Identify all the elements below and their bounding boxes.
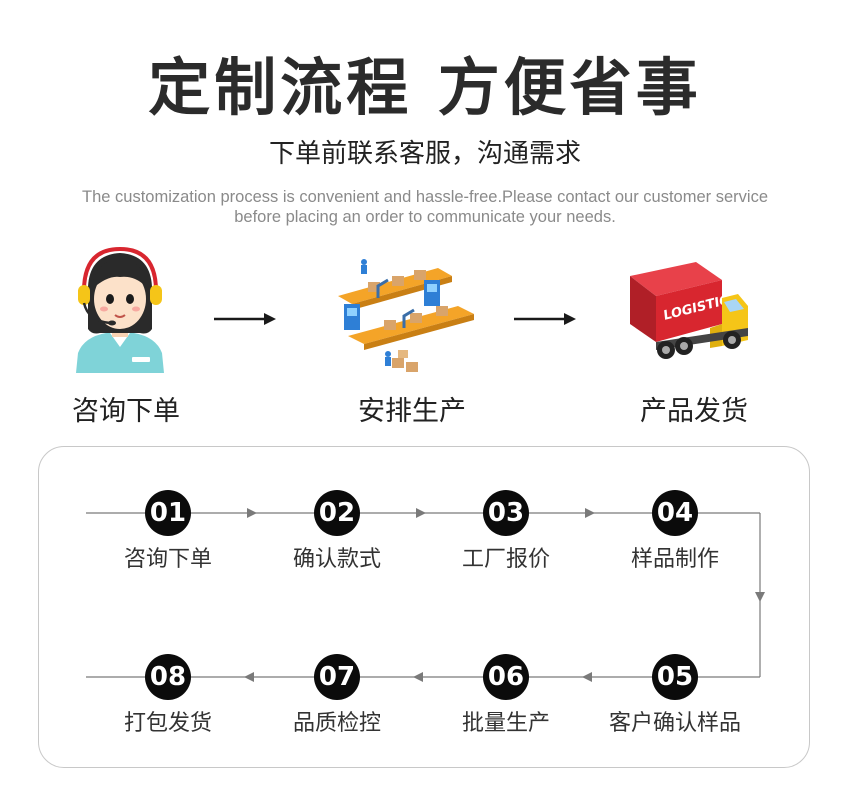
step-label: 客户确认样品 <box>608 711 741 736</box>
arrow-right-icon <box>416 508 426 518</box>
page-title: 定制流程 方便省事 <box>148 51 702 124</box>
step-label: 批量生产 <box>461 711 550 736</box>
process-flow-panel <box>38 446 810 768</box>
stage-label-consult: 咨询下单 <box>72 396 180 427</box>
step-number-badge: 02 <box>314 490 360 536</box>
step-number-badge: 04 <box>652 490 698 536</box>
arrow-left-icon <box>244 672 254 682</box>
english-description: The customization process is convenient … <box>82 188 768 226</box>
stage-label-shipping: 产品发货 <box>640 396 748 427</box>
arrow-right-icon <box>514 313 576 325</box>
arrow-down-icon <box>755 592 765 602</box>
step-label: 打包发货 <box>123 711 212 736</box>
arrow-left-icon <box>582 672 592 682</box>
arrow-right-icon <box>214 313 276 325</box>
step-label: 工厂报价 <box>461 547 550 572</box>
production-line-icon <box>328 258 478 378</box>
page-subtitle: 下单前联系客服，沟通需求 <box>268 139 581 169</box>
step-number-badge: 05 <box>652 654 698 700</box>
step-number-badge: 01 <box>145 490 191 536</box>
arrow-right-icon <box>247 508 257 518</box>
step-number-badge: 03 <box>483 490 529 536</box>
step-label: 咨询下单 <box>123 547 212 572</box>
step-label: 样品制作 <box>630 547 719 572</box>
step-label: 确认款式 <box>292 547 381 572</box>
step-number-badge: 08 <box>145 654 191 700</box>
logistics-truck-icon: LOGISTICS <box>626 258 750 370</box>
arrow-left-icon <box>413 672 423 682</box>
customer-service-agent-icon <box>70 245 170 373</box>
stage-label-production: 安排生产 <box>358 396 466 427</box>
step-number-badge: 07 <box>314 654 360 700</box>
step-label: 品质检控 <box>292 711 381 736</box>
arrow-right-icon <box>585 508 595 518</box>
step-number-badge: 06 <box>483 654 529 700</box>
